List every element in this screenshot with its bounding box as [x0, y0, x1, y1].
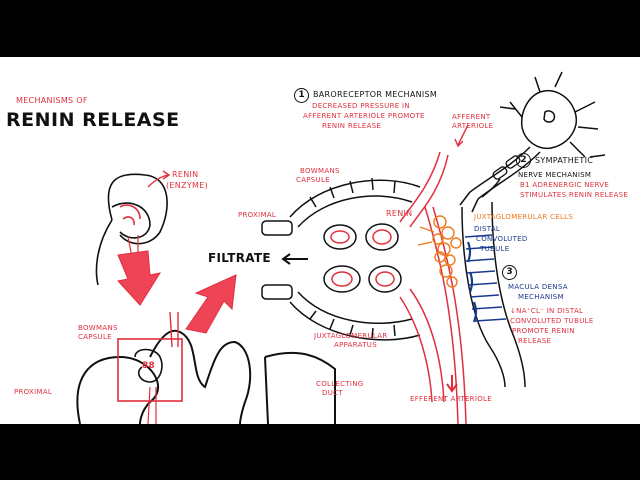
zoom-box [117, 338, 183, 402]
label-bowmans-capsule-top-2: Capsule [296, 176, 330, 184]
label-proximal-bottom: Proximal [14, 388, 53, 396]
label-juxtaglomerular-apparatus-2: Apparatus [334, 341, 377, 349]
title-line-1: Mechanisms of [16, 96, 88, 105]
label-renin-mid: Renin [386, 209, 413, 218]
label-efferent-arteriole: Efferent Arteriole [410, 395, 492, 403]
diagram-canvas [76, 71, 606, 424]
mini-glomerulus [134, 348, 163, 383]
whiteboard-frame: Mechanisms of Renin Release Renin (Enzym… [0, 57, 640, 424]
label-bowmans-capsule-bottom-2: Capsule [78, 333, 112, 341]
mechanism-1-desc-3: renin release [322, 122, 382, 130]
label-afferent-1: Afferent [452, 113, 491, 121]
label-juxtaglomerular-apparatus-1: Juxtaglomerular [314, 332, 388, 340]
mechanism-1-number: 1 [294, 88, 309, 103]
arteriole-vessels [399, 151, 467, 424]
label-bowmans-capsule-bottom-1: Bowmans [78, 324, 118, 332]
mechanism-2-number: 2 [516, 153, 531, 168]
label-collecting-duct-1: Collecting [316, 380, 364, 388]
zoom-arrow-down [117, 250, 162, 306]
label-filtrate: Filtrate [208, 251, 271, 265]
glomerulus-tag: 88 [142, 361, 156, 371]
label-distal-1: Distal [474, 225, 501, 233]
mechanism-3-title-1: Macula Densa [508, 283, 568, 291]
mechanism-1-title: Baroreceptor Mechanism [313, 90, 438, 99]
mechanism-2-desc-1: β1 adrenergic nerve [520, 181, 610, 189]
label-afferent-2: Arteriole [452, 122, 494, 130]
label-renin-enzyme: Renin [172, 170, 199, 179]
mechanism-3-desc-3: promote renin [512, 327, 575, 335]
distal-tubule-drawing [461, 201, 526, 388]
nephron-overview-drawing [76, 329, 336, 424]
label-proximal-top: Proximal [238, 211, 277, 219]
label-distal-3: Tubule [480, 245, 510, 253]
mechanism-3-title-2: Mechanism [518, 293, 564, 301]
mechanism-3-number: 3 [502, 265, 517, 280]
renin-cell-drawing [95, 173, 168, 286]
mechanism-2-title-2: Nerve Mechanism [518, 171, 592, 179]
zoom-arrow-up [185, 274, 237, 334]
mechanism-1-desc-2: afferent arteriole promote [303, 112, 425, 120]
page-title: Renin Release [6, 109, 180, 131]
renin-pointer-arrow [147, 174, 169, 188]
glomerulus-loops [323, 223, 402, 293]
mechanism-2-title-1: Sympathetic [535, 156, 594, 165]
sympathetic-neuron [459, 71, 606, 213]
mechanism-2-desc-2: stimulates renin release [520, 191, 629, 199]
macula-densa-cells [464, 234, 507, 323]
juxtaglomerular-cells [432, 215, 462, 288]
bowmans-capsule-drawing [261, 177, 421, 341]
label-renin-enzyme-sub: (Enzyme) [166, 181, 209, 190]
renin-release-arrows [417, 226, 435, 246]
mechanism-1-desc-1: Decreased pressure in [312, 102, 410, 110]
label-juxtaglomerular-cells: Juxtaglomerular Cells [474, 213, 574, 221]
label-collecting-duct-2: Duct [322, 389, 343, 397]
mechanism-3-desc-2: convoluted tubule [510, 317, 594, 325]
mechanism-3-desc-1: ↓Na⁺Cl⁻ in distal [510, 307, 584, 315]
mechanism-3-desc-4: release [518, 337, 552, 345]
label-bowmans-capsule-top: Bowmans [300, 167, 340, 175]
label-distal-2: Convoluted [476, 235, 528, 243]
